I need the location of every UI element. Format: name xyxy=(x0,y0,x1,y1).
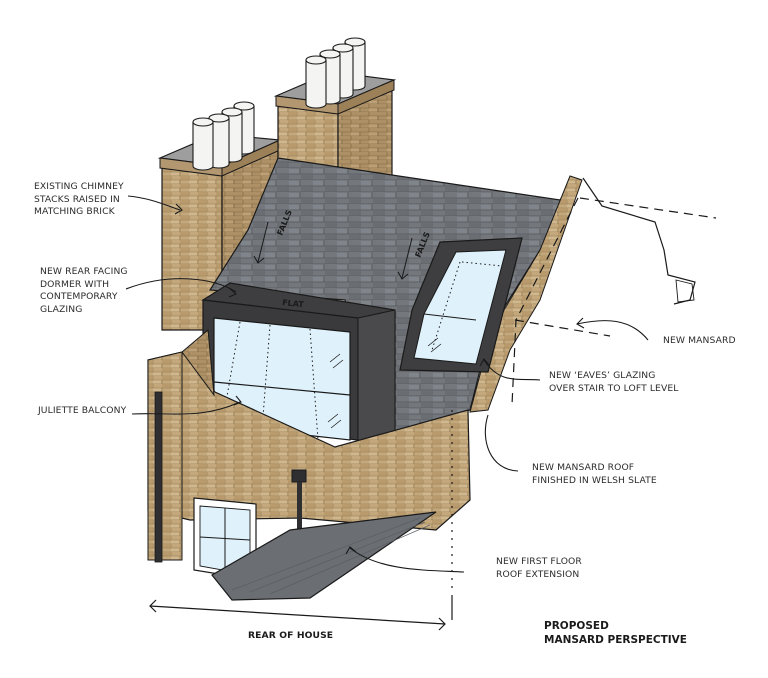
left-chimney xyxy=(157,101,283,332)
chimney-pots-left xyxy=(192,101,255,171)
annotation-mansard-roof: NEW MANSARD ROOF FINISHED IN WELSH SLATE xyxy=(532,462,657,486)
drawing-title-line1: PROPOSED xyxy=(544,620,609,632)
flat-roof-label: FLAT xyxy=(282,298,305,309)
annotation-dormer: NEW REAR FACING DORMER WITH CONTEMPORARY… xyxy=(40,266,128,315)
annotation-chimney: EXISTING CHIMNEY STACKS RAISED IN MATCHI… xyxy=(34,181,124,217)
annotation-eaves-glazing: NEW ‘EAVES’ GLAZING OVER STAIR TO LOFT L… xyxy=(549,370,679,394)
dimension-label: REAR OF HOUSE xyxy=(248,630,334,641)
annotation-juliette-balcony: JULIETTE BALCONY xyxy=(38,405,127,416)
drawing-title-line2: MANSARD PERSPECTIVE xyxy=(544,634,687,646)
rear-wall xyxy=(147,328,471,581)
rear-of-house-dimension xyxy=(149,410,453,631)
downpipe xyxy=(154,391,163,563)
new-mansard-outline xyxy=(511,177,717,406)
mansard-roof xyxy=(208,157,583,441)
annotation-new-mansard: NEW MANSARD xyxy=(663,335,736,346)
first-floor-roof-extension xyxy=(211,511,437,601)
annotation-first-floor-extension: NEW FIRST FLOOR ROOF EXTENSION xyxy=(496,556,582,580)
eaves-glazing xyxy=(399,237,523,373)
right-chimney xyxy=(273,37,397,179)
chimney-pots-right xyxy=(305,37,366,109)
leader-lines xyxy=(125,195,649,573)
